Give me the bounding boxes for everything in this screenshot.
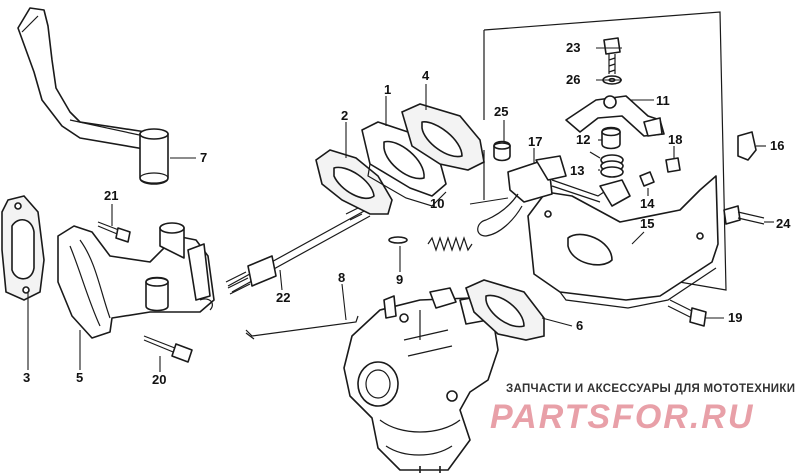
callout-12: 12 [576,132,590,147]
leader-lines [27,47,774,372]
watermark-brand: PARTSFOR.RU [490,398,754,436]
callout-13: 13 [570,163,584,178]
callout-2: 2 [341,108,348,123]
throttle-bracket-11-drawing [565,95,665,137]
gasket-3-drawing [1,195,45,301]
callout-16: 16 [770,138,784,153]
callout-25: 25 [494,104,508,119]
spring-9-drawing [388,236,473,252]
insulator-1-drawing [361,121,447,207]
callout-10: 10 [430,196,444,211]
intake-elbow-drawing [57,222,215,339]
callout-26: 26 [566,72,580,87]
callout-15: 15 [640,216,654,231]
callout-9: 9 [396,272,403,287]
callout-1: 1 [384,82,391,97]
callout-18: 18 [668,132,682,147]
bolt-20-drawing [143,335,193,363]
callout-labels: 1 2 3 4 5 6 7 8 9 10 11 12 13 14 15 16 1… [23,40,791,387]
callout-19: 19 [728,310,742,325]
watermark-tagline: ЗАПЧАСТИ И АКСЕССУАРЫ ДЛЯ МОТОТЕХНИКИ [506,383,795,395]
clip-16-drawing [737,131,757,161]
screw-14-drawing [639,171,655,187]
callout-8: 8 [338,270,345,285]
spring-13-drawing [589,151,624,178]
callout-3: 3 [23,370,30,385]
carburetor-drawing [343,287,499,473]
callout-4: 4 [422,68,430,83]
collar-12-drawing [601,126,621,150]
callout-21: 21 [104,188,118,203]
callout-11: 11 [656,93,670,108]
lever-arm-drawing [17,7,169,185]
bolt-23-drawing [603,37,621,74]
solenoid-17-drawing [477,155,631,237]
callout-7: 7 [200,150,207,165]
bolt-21-drawing [97,221,131,243]
callout-24: 24 [776,216,791,231]
callout-22: 22 [276,290,290,305]
callout-5: 5 [76,370,83,385]
watermark: ЗАПЧАСТИ И АКСЕССУАРЫ ДЛЯ МОТОТЕХНИКИ PA… [490,383,795,436]
bracket-15-drawing [527,175,719,309]
stud-22-drawing [225,207,371,295]
bolt-19-drawing [667,299,707,327]
gasket-2-drawing [315,149,393,215]
callout-23: 23 [566,40,580,55]
gasket-6-drawing [465,279,545,341]
screw-25-drawing [493,140,511,162]
link-rod-8-drawing [245,315,359,340]
gasket-4-drawing [401,103,485,171]
screw-18-drawing [665,157,681,173]
callout-6: 6 [576,318,583,333]
callout-20: 20 [152,372,166,387]
bolt-24-drawing [723,205,765,225]
callout-17: 17 [528,134,542,149]
callout-14: 14 [640,196,655,211]
